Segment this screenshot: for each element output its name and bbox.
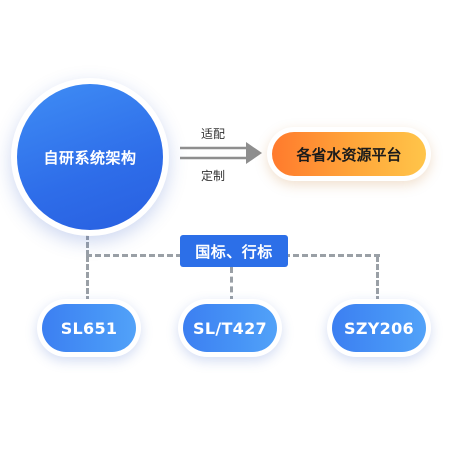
standards-tag: 国标、行标 [180, 235, 288, 267]
connector-to-sl651 [86, 256, 89, 302]
target-platform-node: 各省水资源平台 [267, 127, 431, 181]
standard-node-slt427: SL/T427 [178, 299, 282, 357]
adapt-label: 适配 [201, 127, 226, 141]
standard-node-szy206: SZY206 [327, 299, 431, 357]
connector-to-szy206 [376, 256, 379, 302]
target-platform-pill: 各省水资源平台 [272, 132, 426, 176]
standard-label: SZY206 [344, 318, 414, 338]
double-arrow-icon [180, 142, 262, 164]
connector-core-to-bus [86, 234, 89, 256]
standard-pill: SL/T427 [183, 304, 277, 352]
customize-label: 定制 [201, 169, 226, 183]
core-architecture-circle: 自研系统架构 [17, 84, 163, 230]
core-architecture-node: 自研系统架构 [11, 78, 169, 236]
standard-pill: SZY206 [332, 304, 426, 352]
standard-label: SL/T427 [193, 318, 267, 338]
standard-pill: SL651 [42, 304, 136, 352]
standard-label: SL651 [60, 318, 118, 338]
core-architecture-label: 自研系统架构 [43, 148, 137, 167]
standard-node-sl651: SL651 [37, 299, 141, 357]
standards-tag-label: 国标、行标 [195, 242, 273, 261]
connector-to-slt427 [230, 267, 233, 302]
target-platform-label: 各省水资源平台 [296, 145, 402, 164]
